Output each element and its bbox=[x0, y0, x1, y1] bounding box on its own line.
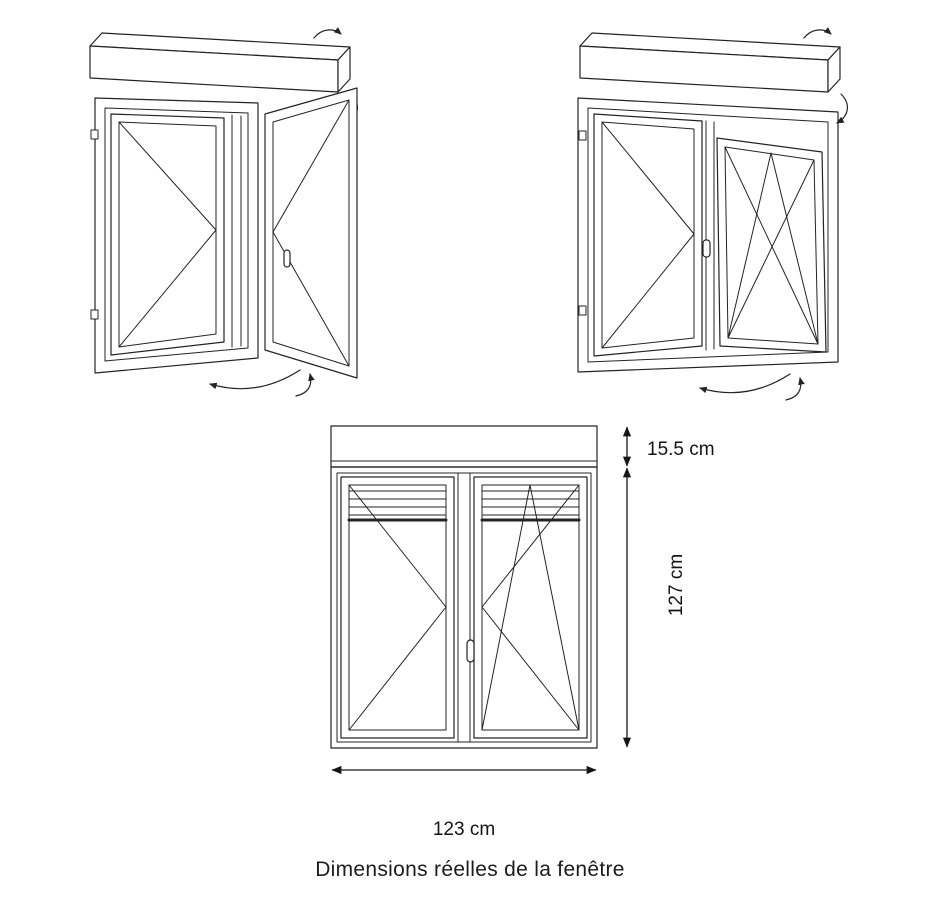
window-handle-icon bbox=[283, 249, 291, 268]
dimension-label-box-height: 15.5 cm bbox=[647, 439, 715, 460]
dimension-label-window-width: 123 cm bbox=[433, 819, 495, 840]
window-frame bbox=[90, 97, 259, 374]
swing-arrow-icon bbox=[209, 369, 315, 397]
window-handle-icon bbox=[702, 239, 711, 258]
hinge-icon bbox=[578, 130, 587, 141]
tilted-sash bbox=[702, 137, 827, 353]
window-open-illustration bbox=[89, 27, 358, 397]
shutter-box bbox=[89, 32, 351, 93]
dimension-label-window-height: 127 cm bbox=[666, 554, 687, 616]
closed-sash bbox=[110, 113, 225, 356]
window-frame bbox=[577, 97, 839, 373]
tilt-direction-lines bbox=[727, 152, 819, 345]
swing-arrow-icon bbox=[699, 373, 805, 401]
window-front-illustration: 15.5 cm 127 cm 123 cm bbox=[330, 425, 715, 840]
left-sash bbox=[340, 476, 455, 739]
right-sash bbox=[473, 476, 588, 739]
hinge-icon bbox=[578, 305, 587, 316]
shutter-slats bbox=[480, 490, 581, 522]
opening-direction-lines bbox=[601, 121, 695, 349]
dimension-annotations: 15.5 cm 127 cm 123 cm bbox=[331, 426, 715, 840]
shutter-box bbox=[330, 425, 598, 468]
window-tilt-illustration bbox=[577, 27, 848, 401]
hinge-icon bbox=[90, 309, 99, 320]
open-sash bbox=[264, 87, 358, 379]
shutter-box bbox=[579, 32, 841, 93]
shutter-roll-arrow-icon bbox=[803, 27, 832, 39]
closed-sash bbox=[593, 113, 703, 357]
opening-direction-lines bbox=[118, 121, 217, 348]
tilt-direction-lines bbox=[481, 484, 580, 731]
opening-direction-lines bbox=[724, 146, 819, 345]
window-handle-icon bbox=[466, 639, 475, 663]
opening-direction-lines bbox=[348, 484, 447, 731]
hinge-icon bbox=[90, 129, 99, 140]
window-frame bbox=[330, 466, 598, 749]
opening-direction-lines bbox=[272, 99, 350, 367]
shutter-roll-arrow-icon bbox=[313, 27, 342, 39]
shutter-slats bbox=[347, 490, 448, 522]
diagram-caption: Dimensions réelles de la fenêtre bbox=[315, 858, 625, 881]
sash-tilt-direction-arrow-icon bbox=[836, 93, 848, 124]
opening-direction-lines bbox=[481, 484, 580, 731]
